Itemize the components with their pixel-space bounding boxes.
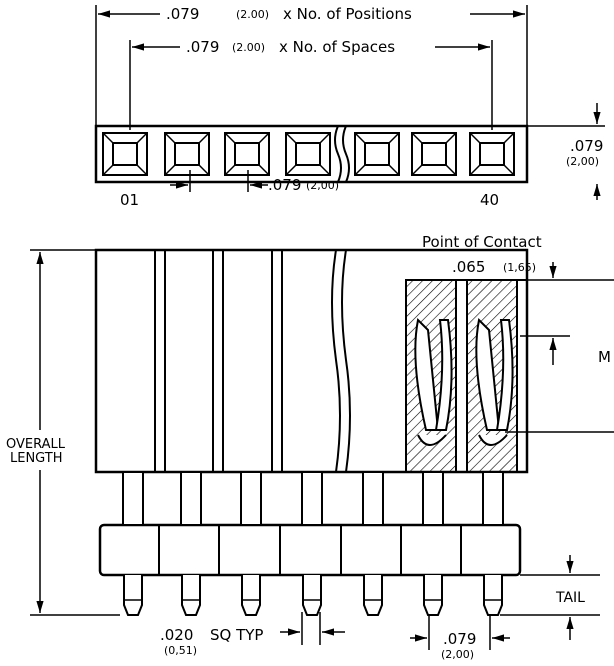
overall-length-label-2: LENGTH [10, 451, 63, 466]
mating-label: M [598, 348, 611, 366]
positions-dim-value: .079 [166, 5, 199, 23]
positions-dim-text: x No. of Positions [283, 5, 412, 23]
contact-dim-value: .065 [452, 258, 485, 276]
lower-rail [98, 523, 522, 577]
first-pin-label: 01 [120, 191, 139, 209]
pin [218, 471, 262, 616]
point-of-contact-label: Point of Contact [422, 233, 542, 251]
spaces-dim-text: x No. of Spaces [279, 38, 395, 56]
spaces-dim-value: .079 [186, 38, 219, 56]
pin [279, 471, 323, 616]
tail-pitch-metric: (2,00) [441, 648, 474, 661]
header-body-top [94, 124, 529, 184]
contact-slot [271, 250, 283, 472]
positions-dim-metric: (2.00) [236, 8, 269, 21]
socket [224, 132, 270, 176]
last-pin-label: 40 [480, 191, 499, 209]
socket [469, 132, 515, 176]
socket [285, 132, 331, 176]
pin [158, 471, 202, 616]
pin [460, 471, 504, 616]
pitch-dim-metric: (2,00) [306, 179, 339, 192]
socket [102, 132, 148, 176]
spaces-dim-metric: (2.00) [232, 41, 265, 54]
pin [340, 471, 384, 616]
overall-length-label-1: OVERALL [6, 437, 66, 452]
socket [354, 132, 400, 176]
top-view [94, 5, 605, 200]
contact-slot [212, 250, 224, 472]
contact-dim-metric: (1,65) [503, 261, 536, 274]
pitch-dim-value: .079 [268, 176, 301, 194]
socket-row [102, 132, 515, 176]
pin [400, 471, 444, 616]
pin [122, 471, 144, 616]
tail-label: TAIL [555, 590, 585, 606]
pin-size-dim-value: .020 [160, 626, 193, 644]
tail-pitch-dim-value: .079 [443, 630, 476, 648]
height-dim-metric: (2,00) [566, 155, 599, 168]
housing-body [94, 248, 529, 474]
side-view [30, 248, 614, 650]
contact-slot [154, 250, 166, 472]
height-dim-value: .079 [570, 137, 603, 155]
socket [411, 132, 457, 176]
pin-size-text: SQ TYP [210, 626, 263, 644]
pin-row [122, 471, 504, 616]
socket [164, 132, 210, 176]
pin-size-metric: (0,51) [164, 644, 197, 657]
